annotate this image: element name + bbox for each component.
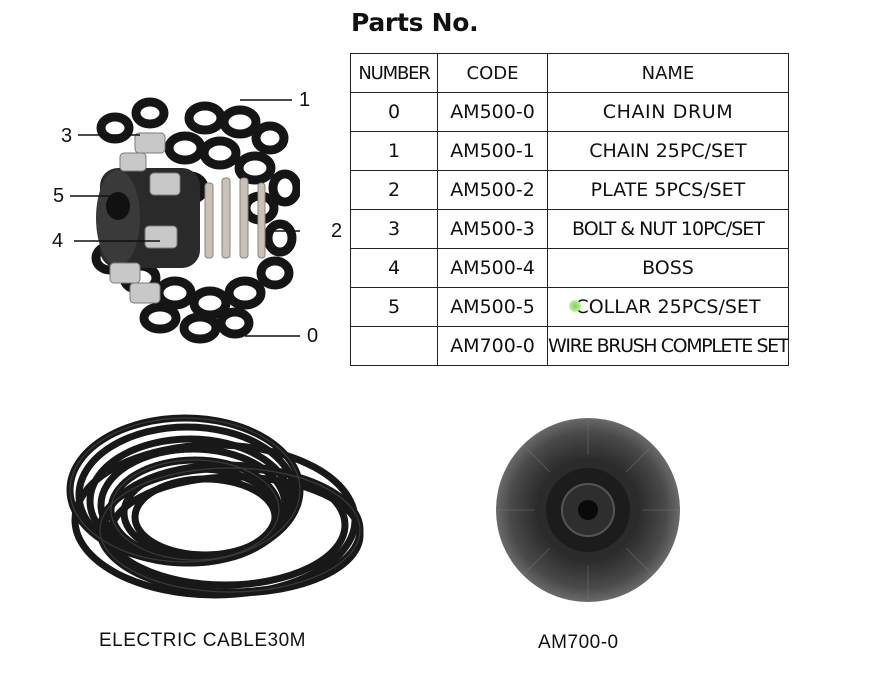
- table-row: 3 AM500-3 BOLT & NUT 10PC/SET: [350, 209, 789, 249]
- cell-code: AM500-5: [437, 287, 548, 327]
- cell-name: PLATE 5PCS/SET: [547, 170, 789, 210]
- table-row: AM700-0 WIRE BRUSH COMPLETE SET: [350, 326, 789, 366]
- table-row: 0 AM500-0 CHAIN DRUM: [350, 92, 789, 132]
- table-row: 2 AM500-2 PLATE 5PCS/SET: [350, 170, 789, 210]
- cell-number: 1: [350, 131, 438, 171]
- table-row: 4 AM500-4 BOSS: [350, 248, 789, 288]
- cell-number: 3: [350, 209, 438, 249]
- cell-name: WIRE BRUSH COMPLETE SET: [547, 326, 789, 366]
- highlight-dot: [569, 300, 581, 312]
- cell-name: BOLT & NUT 10PC/SET: [547, 209, 789, 249]
- cell-code: AM500-1: [437, 131, 548, 171]
- cell-name: CHAIN DRUM: [547, 92, 789, 132]
- callout-4: 4: [52, 230, 64, 252]
- header-number: NUMBER: [350, 53, 438, 93]
- cell-code: AM500-4: [437, 248, 548, 288]
- wire-brush-image: [496, 418, 680, 602]
- cell-number: [350, 326, 438, 366]
- callout-5: 5: [53, 185, 65, 207]
- brush-caption: AM700-0: [538, 632, 619, 653]
- cell-number: 5: [350, 287, 438, 327]
- cell-code: AM500-2: [437, 170, 548, 210]
- cell-name: CHAIN 25PC/SET: [547, 131, 789, 171]
- table-row: 1 AM500-1 CHAIN 25PC/SET: [350, 131, 789, 171]
- cell-code: AM700-0: [437, 326, 548, 366]
- parts-table: NUMBER CODE NAME 0 AM500-0 CHAIN DRUM 1 …: [350, 53, 789, 366]
- table-row: 5 AM500-5 COLLAR 25PCS/SET: [350, 287, 789, 327]
- callout-1: 1: [299, 89, 311, 111]
- cable-caption: ELECTRIC CABLE30M: [99, 630, 307, 651]
- header-name: NAME: [547, 53, 789, 93]
- cell-name: COLLAR 25PCS/SET: [547, 287, 789, 327]
- electric-cable-image: [66, 414, 364, 599]
- cell-number: 0: [350, 92, 438, 132]
- cell-code: AM500-3: [437, 209, 548, 249]
- cell-code: AM500-0: [437, 92, 548, 132]
- callout-2: 2: [331, 220, 343, 242]
- cell-number: 4: [350, 248, 438, 288]
- callout-3: 3: [61, 125, 73, 147]
- header-code: CODE: [437, 53, 548, 93]
- callout-0: 0: [307, 325, 319, 347]
- page-title: Parts No.: [351, 8, 479, 37]
- cell-number: 2: [350, 170, 438, 210]
- chain-drum-image: [70, 97, 300, 344]
- table-header-row: NUMBER CODE NAME: [350, 53, 789, 93]
- cell-name: BOSS: [547, 248, 789, 288]
